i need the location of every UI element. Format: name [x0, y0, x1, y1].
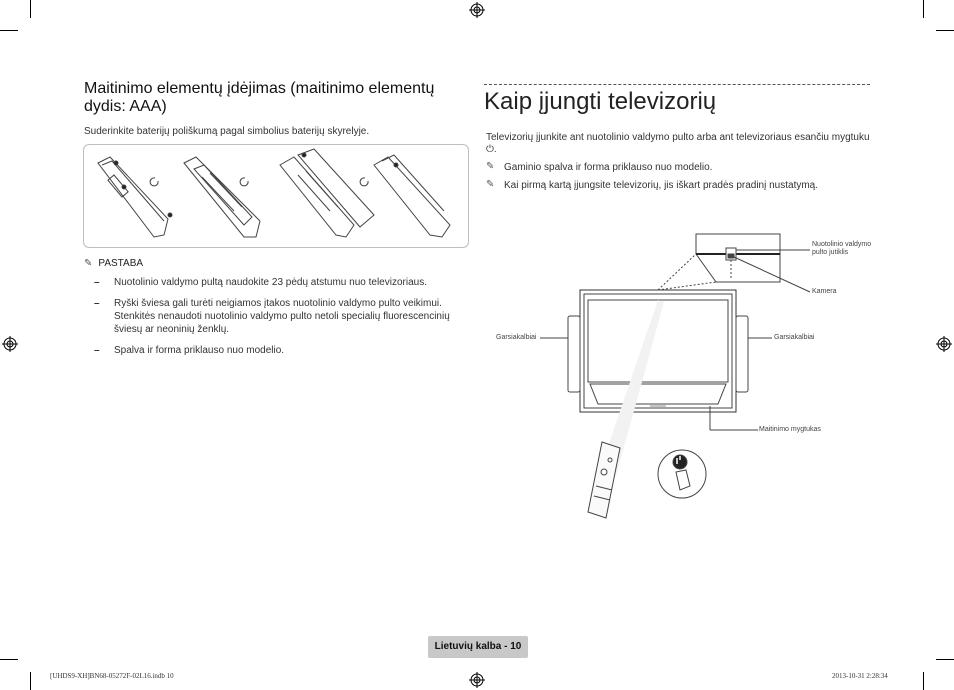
page-number-label: Lietuvių kalba - 10 — [428, 636, 528, 658]
body-text: Televizorių įjunkite ant nuotolinio vald… — [486, 132, 870, 143]
power-on-instructions: Televizorių įjunkite ant nuotolinio vald… — [486, 132, 870, 192]
note-title: PASTABA — [98, 258, 144, 269]
battery-illustration — [83, 144, 469, 248]
bullet-text: Spalva ir forma priklauso nuo modelio. — [114, 345, 285, 356]
crop-mark — [30, 0, 31, 18]
note-bullet-list: –Nuotolinio valdymo pultą naudokite 23 p… — [94, 276, 464, 365]
speakers-left-label: Garsiakalbiai — [496, 334, 537, 341]
note-heading: ✎ PASTABA — [84, 258, 143, 269]
bullet-text: Nuotolinio valdymo pultą naudokite 23 pė… — [114, 277, 427, 288]
note-item: ✎ Gaminio spalva ir forma priklauso nuo m… — [486, 161, 870, 174]
list-item: –Ryški šviesa gali turėti neigiamos įtak… — [94, 298, 450, 335]
crop-mark — [0, 30, 18, 31]
crop-mark — [923, 672, 924, 690]
note-pencil-icon: ✎ — [486, 161, 495, 172]
list-item: –Nuotolinio valdymo pultą naudokite 23 p… — [94, 277, 427, 288]
intro-text: Suderinkite baterijų poliškumą pagal sim… — [84, 126, 370, 137]
section-divider — [484, 84, 870, 85]
crop-mark — [936, 659, 954, 660]
crop-mark — [936, 30, 954, 31]
crop-mark — [0, 659, 18, 660]
power-button-label: Maitinimo mygtukas — [759, 426, 821, 433]
print-timestamp: 2013-10-31 2:28:34 — [832, 672, 888, 680]
battery-steps-drawing — [97, 148, 451, 238]
power-symbol-icon: ⏻. — [486, 144, 497, 155]
note-pencil-icon: ✎ — [486, 179, 495, 190]
file-info: [UHDS9-XH]BN68-05272F-02L16.indb 10 — [50, 672, 174, 680]
power-on-text: Televizorių įjunkite ant nuotolinio vald… — [486, 132, 870, 156]
crop-mark — [30, 672, 31, 690]
registration-mark-icon — [2, 336, 18, 352]
bullet-text: Ryški šviesa gali turėti neigiamos įtako… — [114, 298, 450, 335]
registration-mark-icon — [936, 336, 952, 352]
remote-sensor-label: Nuotolinio valdymo pulto jutiklis — [812, 241, 872, 256]
registration-mark-icon — [469, 2, 485, 18]
note-item: ✎ Kai pirmą kartą įjungsite televizorių, … — [486, 179, 870, 192]
note-text: Gaminio spalva ir forma priklauso nuo mo… — [504, 162, 713, 173]
tv-diagram — [540, 233, 811, 519]
crop-mark — [923, 0, 924, 18]
note-text: Kai pirmą kartą įjungsite televizorių, j… — [504, 180, 819, 191]
registration-mark-icon — [469, 672, 485, 688]
section-heading: Maitinimo elementų įdėjimas (maitinimo e… — [84, 80, 435, 115]
page-title: Kaip įjungti televizorių — [484, 88, 717, 115]
list-item: –Spalva ir forma priklauso nuo modelio. — [94, 345, 285, 356]
speakers-right-label: Garsiakalbiai — [774, 334, 815, 341]
note-pencil-icon: ✎ — [84, 258, 93, 269]
camera-label: Kamera — [812, 288, 837, 295]
